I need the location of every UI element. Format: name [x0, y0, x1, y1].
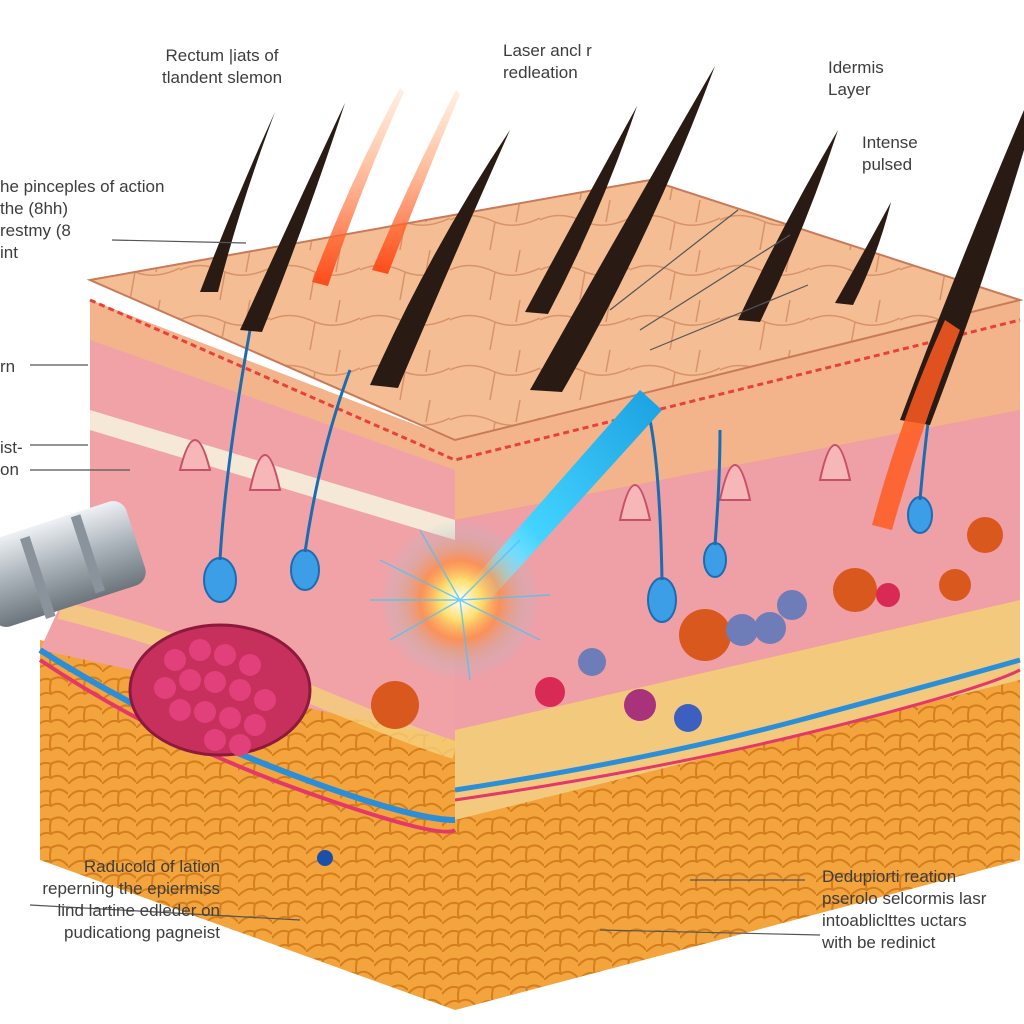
label-line: Layer [828, 80, 871, 99]
label-line: on [0, 460, 19, 479]
label-line: ist- [0, 438, 23, 457]
laser-beams-orange [312, 88, 960, 530]
hair-shafts [200, 66, 1024, 425]
label-line: restmy (8 [0, 221, 71, 240]
label-line: with be redinict [822, 933, 936, 952]
label-line: Dedupiorti reation [822, 867, 957, 886]
pigment-clusters [317, 517, 1003, 866]
label-intense-pulsed: Intense pulsed [862, 132, 918, 176]
label-line: tlandent slemon [162, 68, 283, 87]
follicle-bulbs [203, 496, 933, 623]
label-left-mid: rn [0, 356, 15, 378]
follicle-roots [218, 329, 937, 581]
leader-lines [29, 209, 821, 936]
label-line: Rectum |iats of [165, 46, 279, 65]
label-line: he pinceples of action [0, 177, 165, 196]
laser-handpiece [0, 501, 146, 627]
label-top-center: Laser ancl r redleation [503, 40, 592, 84]
label-line: pserolo selcormis lasr [822, 889, 987, 908]
label-line: intoabliclttes uctars [822, 911, 967, 930]
label-line: rn [0, 357, 16, 376]
label-line: the (8hh) [0, 199, 69, 218]
sebaceous-gland [128, 623, 312, 757]
label-left-lower: ist- on [0, 437, 23, 481]
block-front-face [38, 300, 458, 1010]
label-line: lind lartine edleder on [57, 901, 220, 920]
label-line: redleation [503, 63, 578, 82]
label-line: Idermis [828, 58, 884, 77]
dermal-papillae [178, 439, 852, 521]
label-line: int [0, 243, 18, 262]
label-line: Intense [862, 133, 918, 152]
laser-beam-blue [370, 390, 662, 681]
label-line: Raducold of lation [83, 857, 220, 876]
label-line: reperning the epiermiss [42, 879, 220, 898]
label-top-left: Rectum |iats of tlandent slemon [162, 45, 282, 89]
label-line: pulsed [862, 155, 913, 174]
label-top-right: Idermis Layer [828, 57, 884, 101]
label-line: Laser ancl r [503, 41, 592, 60]
label-bottom-left: Raducold of lation reperning the epiermi… [0, 856, 220, 944]
label-line: pudicationg pagneist [64, 923, 220, 942]
label-left-principles: he pinceples of action the (8hh) restmy … [0, 176, 164, 264]
label-bottom-right: Dedupiorti reation pserolo selcormis las… [822, 866, 1024, 954]
